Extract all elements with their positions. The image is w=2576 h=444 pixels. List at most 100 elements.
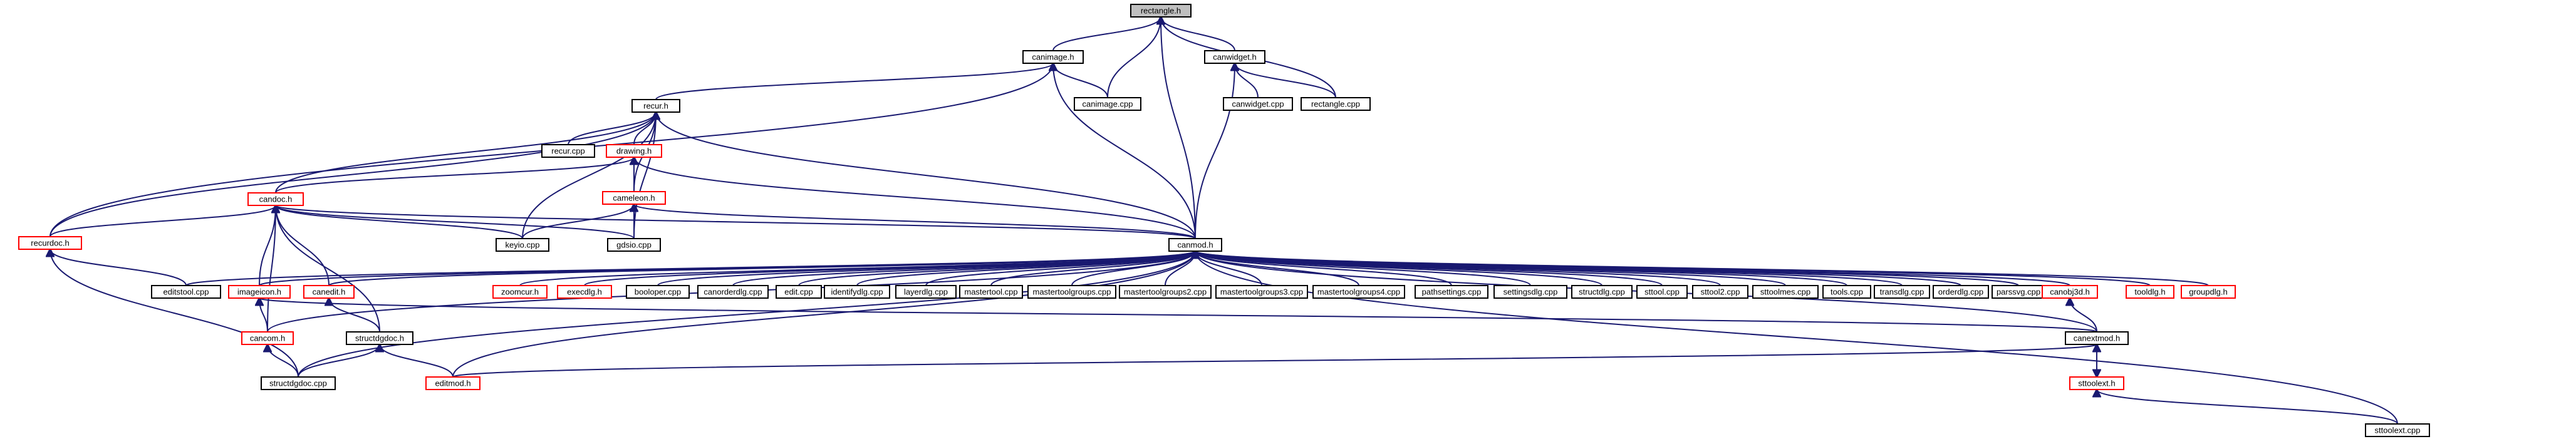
node-box (151, 285, 221, 299)
node-canwidget-cpp[interactable]: canwidget.cpp (1223, 97, 1293, 111)
edge-line (49, 112, 656, 237)
edge-pathsettings_cpp-to-canmod_h (1195, 251, 1452, 286)
node-box (425, 376, 480, 390)
node-cameleon-h[interactable]: cameleon.h (602, 191, 666, 205)
node-label: editmod.h (435, 379, 470, 388)
node-box (1168, 238, 1222, 252)
edge-line (276, 205, 635, 239)
node-box (1493, 285, 1567, 299)
edge-line (1195, 251, 2398, 425)
node-recur-h[interactable]: recur.h (631, 99, 680, 113)
node-box (557, 285, 612, 299)
node-booloper-cpp[interactable]: booloper.cpp (626, 285, 690, 299)
node-canobj3d-h[interactable]: canobj3d.h (2042, 285, 2098, 299)
edge-line (1052, 17, 1161, 51)
node-rectangle-cpp[interactable]: rectangle.cpp (1301, 97, 1371, 111)
node-canextmod-h[interactable]: canextmod.h (2065, 331, 2129, 345)
edge-line (522, 112, 656, 239)
node-mastertoolgroups3-cpp[interactable]: mastertoolgroups3.cpp (1215, 285, 1308, 299)
node-identifydlg-cpp[interactable]: identifydlg.cpp (824, 285, 890, 299)
node-recur-cpp[interactable]: recur.cpp (541, 144, 595, 158)
node-structdlg-cpp[interactable]: structdlg.cpp (1571, 285, 1633, 299)
node-box (2065, 331, 2129, 345)
node-canimage-h[interactable]: canimage.h (1022, 50, 1084, 64)
node-sttoolext-h[interactable]: sttoolext.h (2069, 376, 2124, 390)
node-canorderdlg-cpp[interactable]: canorderdlg.cpp (697, 285, 769, 299)
node-mastertoolgroups-cpp[interactable]: mastertoolgroups.cpp (1027, 285, 1116, 299)
node-candoc-h[interactable]: candoc.h (247, 192, 304, 206)
node-editstool-cpp[interactable]: editstool.cpp (151, 285, 221, 299)
node-sttoolext-cpp[interactable]: sttoolext.cpp (2365, 423, 2430, 437)
edge-sttoolext_cpp-to-sttoolext_h (2097, 390, 2398, 425)
edge-line (656, 112, 1196, 239)
edge-gdsio_cpp-to-candoc_h (276, 205, 635, 239)
node-box (1223, 97, 1293, 111)
node-cancom-h[interactable]: cancom.h (241, 331, 294, 345)
node-structdgdoc-cpp[interactable]: structdgdoc.cpp (261, 376, 336, 390)
edge-gdsio_cpp-to-recur_h (633, 112, 656, 239)
node-box (1022, 50, 1084, 64)
node-box (824, 285, 890, 299)
node-rectangle-h[interactable]: rectangle.h (1130, 4, 1192, 18)
node-mastertoolgroups4-cpp[interactable]: mastertoolgroups4.cpp (1312, 285, 1405, 299)
node-mastertool-cpp[interactable]: mastertool.cpp (959, 285, 1023, 299)
node-parssvg-cpp[interactable]: parssvg.cpp (1992, 285, 2045, 299)
edge-line (298, 251, 1195, 378)
edge-layer (49, 17, 2398, 425)
node-label: mastertool.cpp (964, 287, 1017, 297)
node-keyio-cpp[interactable]: keyio.cpp (496, 238, 549, 252)
node-box (1636, 285, 1688, 299)
node-zoomcur-h[interactable]: zoomcur.h (492, 285, 548, 299)
node-box (2042, 285, 2098, 299)
node-canmod-h[interactable]: canmod.h (1168, 238, 1222, 252)
node-sttool-cpp[interactable]: sttool.cpp (1636, 285, 1688, 299)
edge-line (633, 112, 656, 239)
edge-canmod_h-to-candoc_h (276, 205, 1196, 239)
edge-imageicon_h-to-candoc_h (259, 205, 276, 286)
node-structdgdoc-h[interactable]: structdgdoc.h (346, 331, 413, 345)
node-box (228, 285, 291, 299)
node-canedit-h[interactable]: canedit.h (303, 285, 355, 299)
edge-canmod_h-to-cameleon_h (634, 204, 1196, 239)
node-sttoolmes-cpp[interactable]: sttoolmes.cpp (1752, 285, 1819, 299)
node-sttool2-cpp[interactable]: sttool2.cpp (1692, 285, 1748, 299)
edge-line (452, 344, 2097, 378)
node-recurdoc-h[interactable]: recurdoc.h (18, 236, 82, 250)
node-groupdlg-h[interactable]: groupdlg.h (2181, 285, 2236, 299)
node-label: tools.cpp (1831, 287, 1863, 297)
node-orderdlg-cpp[interactable]: orderdlg.cpp (1933, 285, 1989, 299)
node-box (1301, 97, 1371, 111)
node-tooldlg-h[interactable]: tooldlg.h (2126, 285, 2174, 299)
node-box (18, 236, 82, 250)
edge-line (568, 112, 656, 145)
node-settingsdlg-cpp[interactable]: settingsdlg.cpp (1493, 285, 1567, 299)
node-box (1215, 285, 1308, 299)
node-editmod-h[interactable]: editmod.h (425, 376, 480, 390)
node-pathsettings-cpp[interactable]: pathsettings.cpp (1415, 285, 1488, 299)
edge-line (1053, 63, 1196, 239)
node-box (631, 99, 680, 113)
node-layerdlg-cpp[interactable]: layerdlg.cpp (895, 285, 957, 299)
node-box (895, 285, 957, 299)
node-mastertoolgroups2-cpp[interactable]: mastertoolgroups2.cpp (1119, 285, 1212, 299)
node-label: structdgdoc.h (355, 334, 404, 343)
edge-layerdlg_cpp-to-canmod_h (925, 251, 1195, 286)
node-canimage-cpp[interactable]: canimage.cpp (1074, 97, 1141, 111)
edge-structdgdoc_cpp-to-canmod_h (298, 251, 1195, 378)
node-box (1415, 285, 1488, 299)
edge-mastertool_cpp-to-canmod_h (990, 251, 1195, 286)
node-label: identifydlg.cpp (831, 287, 883, 297)
node-drawing-h[interactable]: drawing.h (606, 144, 662, 158)
node-edit-cpp[interactable]: edit.cpp (776, 285, 822, 299)
node-transdlg-cpp[interactable]: transdlg.cpp (1874, 285, 1930, 299)
node-gdsio-cpp[interactable]: gdsio.cpp (607, 238, 661, 252)
node-label: canwidget.h (1213, 53, 1256, 62)
edge-recur_h-to-canimage_h (655, 63, 1053, 100)
node-box (1692, 285, 1748, 299)
node-execdlg-h[interactable]: execdlg.h (557, 285, 612, 299)
node-tools-cpp[interactable]: tools.cpp (1822, 285, 1871, 299)
node-box (496, 238, 549, 252)
edge-editmod_h-to-canextmod_h (452, 344, 2097, 378)
node-imageicon-h[interactable]: imageicon.h (228, 285, 291, 299)
node-canwidget-h[interactable]: canwidget.h (1204, 50, 1265, 64)
